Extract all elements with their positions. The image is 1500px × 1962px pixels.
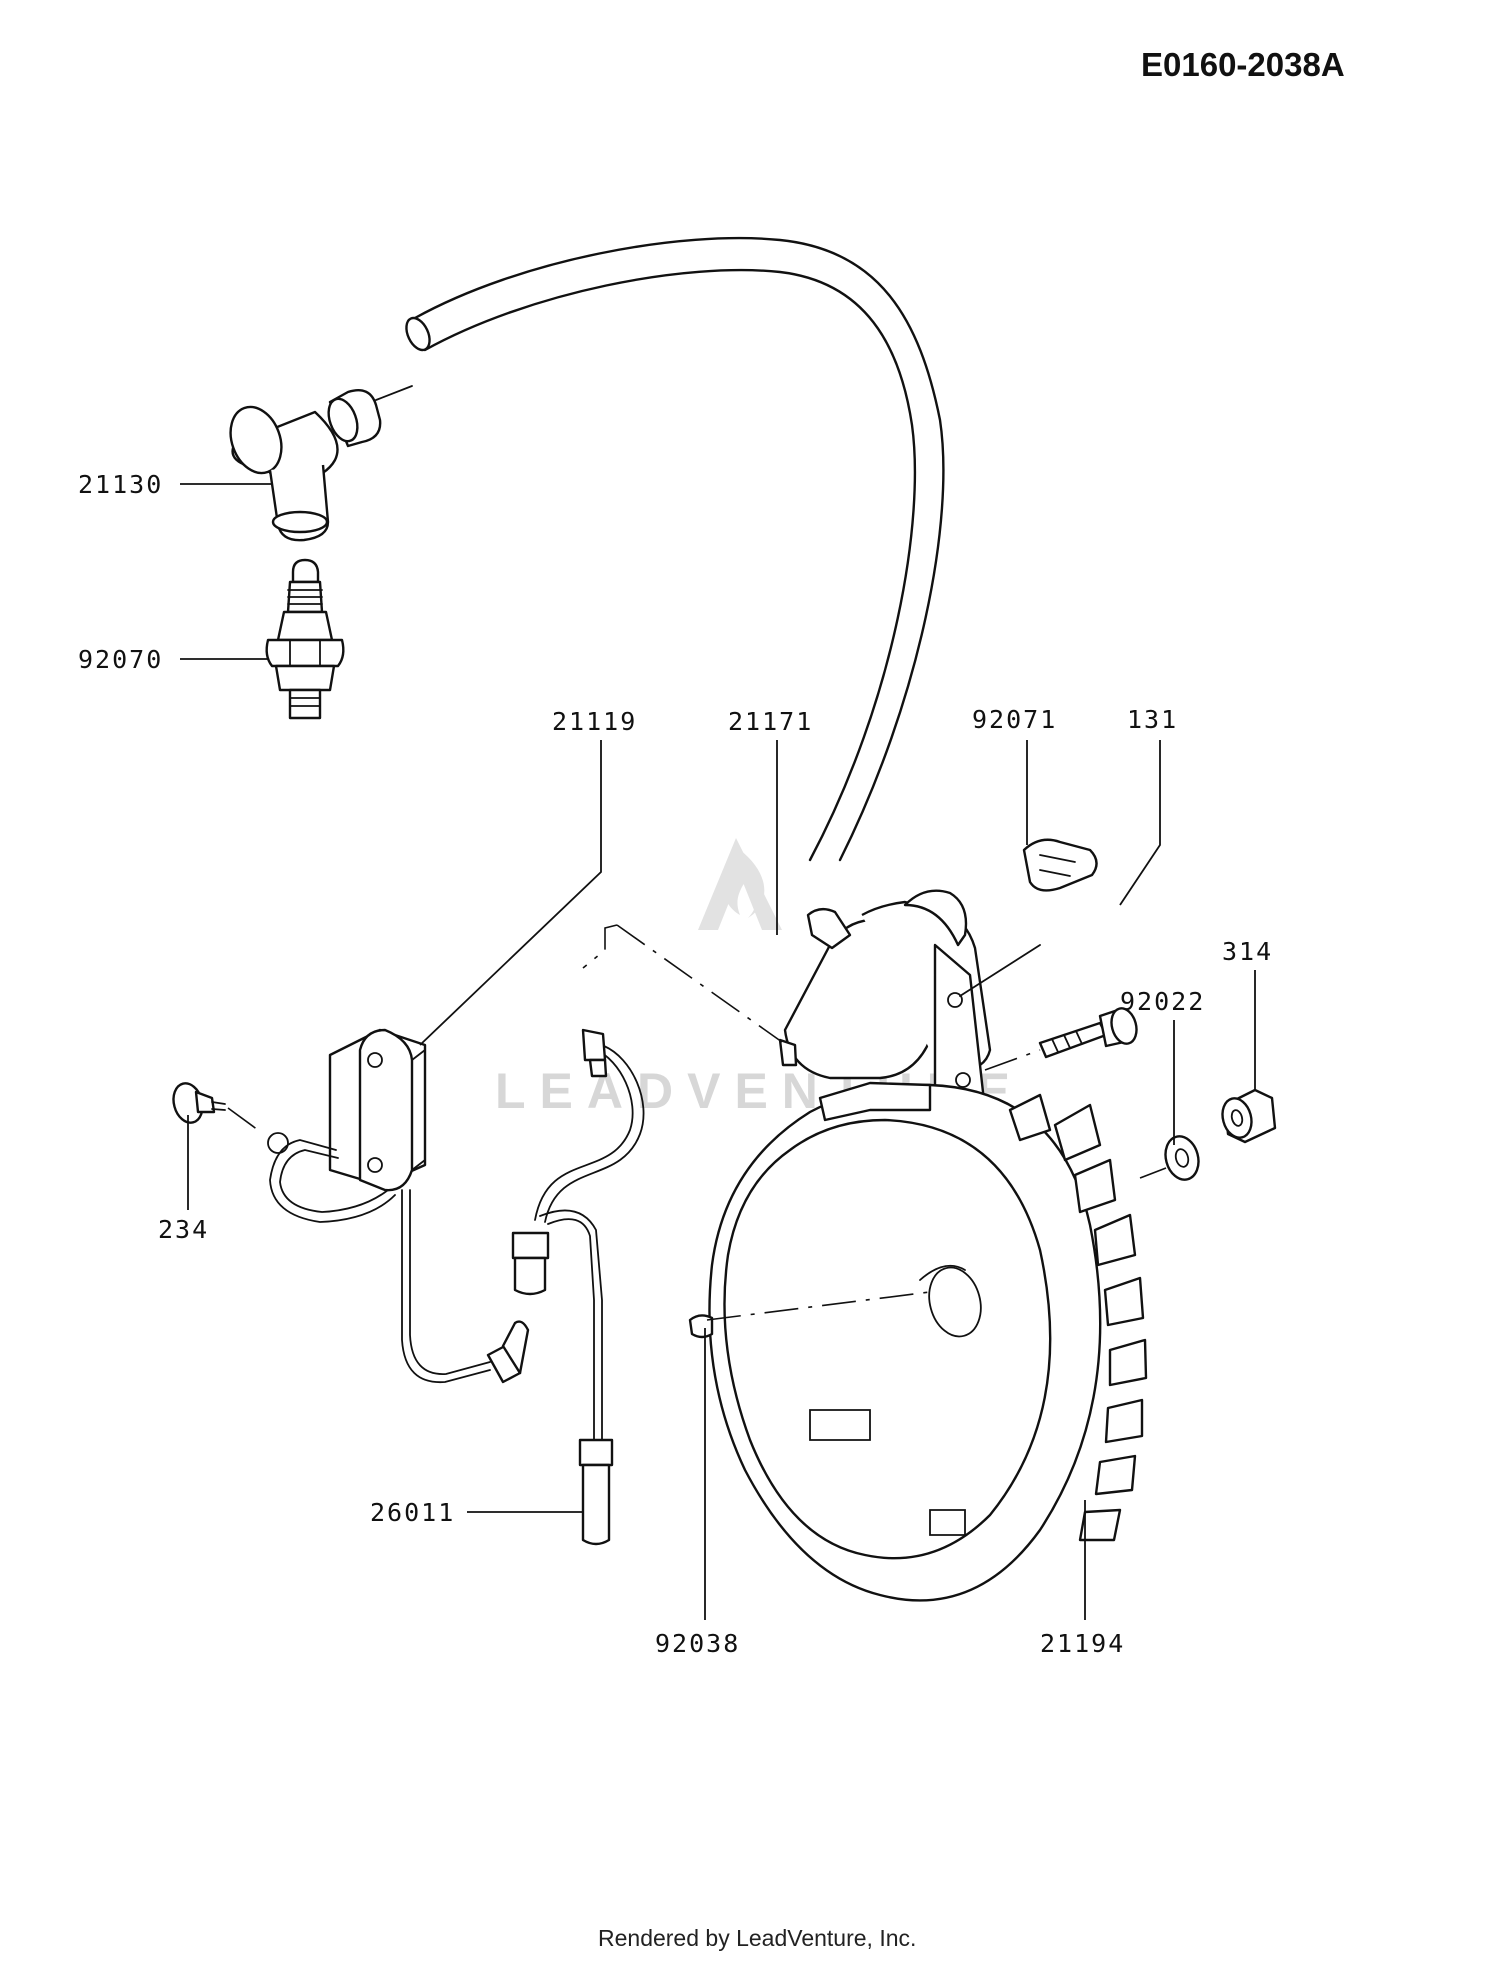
ignition-module-21119 — [267, 1028, 427, 1223]
label-21119: 21119 — [552, 707, 637, 736]
label-21130: 21130 — [78, 470, 163, 499]
label-21194: 21194 — [1040, 1629, 1125, 1658]
leader-lines — [180, 483, 1256, 1620]
label-26011: 26011 — [370, 1498, 455, 1527]
label-92022: 92022 — [1120, 987, 1205, 1016]
diagram-code: E0160-2038A — [1141, 46, 1345, 83]
label-131: 131 — [1127, 705, 1178, 734]
label-92038: 92038 — [655, 1629, 740, 1658]
nut-314 — [1221, 1088, 1277, 1144]
stop-wire — [511, 1028, 645, 1546]
label-234: 234 — [158, 1215, 209, 1244]
spark-plug-cap-21130 — [229, 385, 413, 542]
assembly-lines — [227, 924, 1167, 1321]
spark-plug-92070 — [265, 558, 345, 720]
label-92071: 92071 — [972, 705, 1057, 734]
clip-92071 — [1022, 838, 1098, 892]
label-21171: 21171 — [728, 707, 813, 736]
washer-92022 — [1164, 1135, 1200, 1181]
module-wire — [401, 1189, 530, 1384]
label-314: 314 — [1222, 937, 1273, 966]
flywheel-21194 — [708, 1081, 1148, 1602]
bolt-131 — [1038, 1007, 1138, 1059]
ignition-cable — [405, 236, 945, 862]
label-92070: 92070 — [78, 645, 163, 674]
screw-234 — [172, 1082, 226, 1124]
ignition-coil-21171 — [778, 889, 992, 1127]
key-92038 — [688, 1314, 714, 1339]
footer-credit: Rendered by LeadVenture, Inc. — [598, 1925, 916, 1951]
